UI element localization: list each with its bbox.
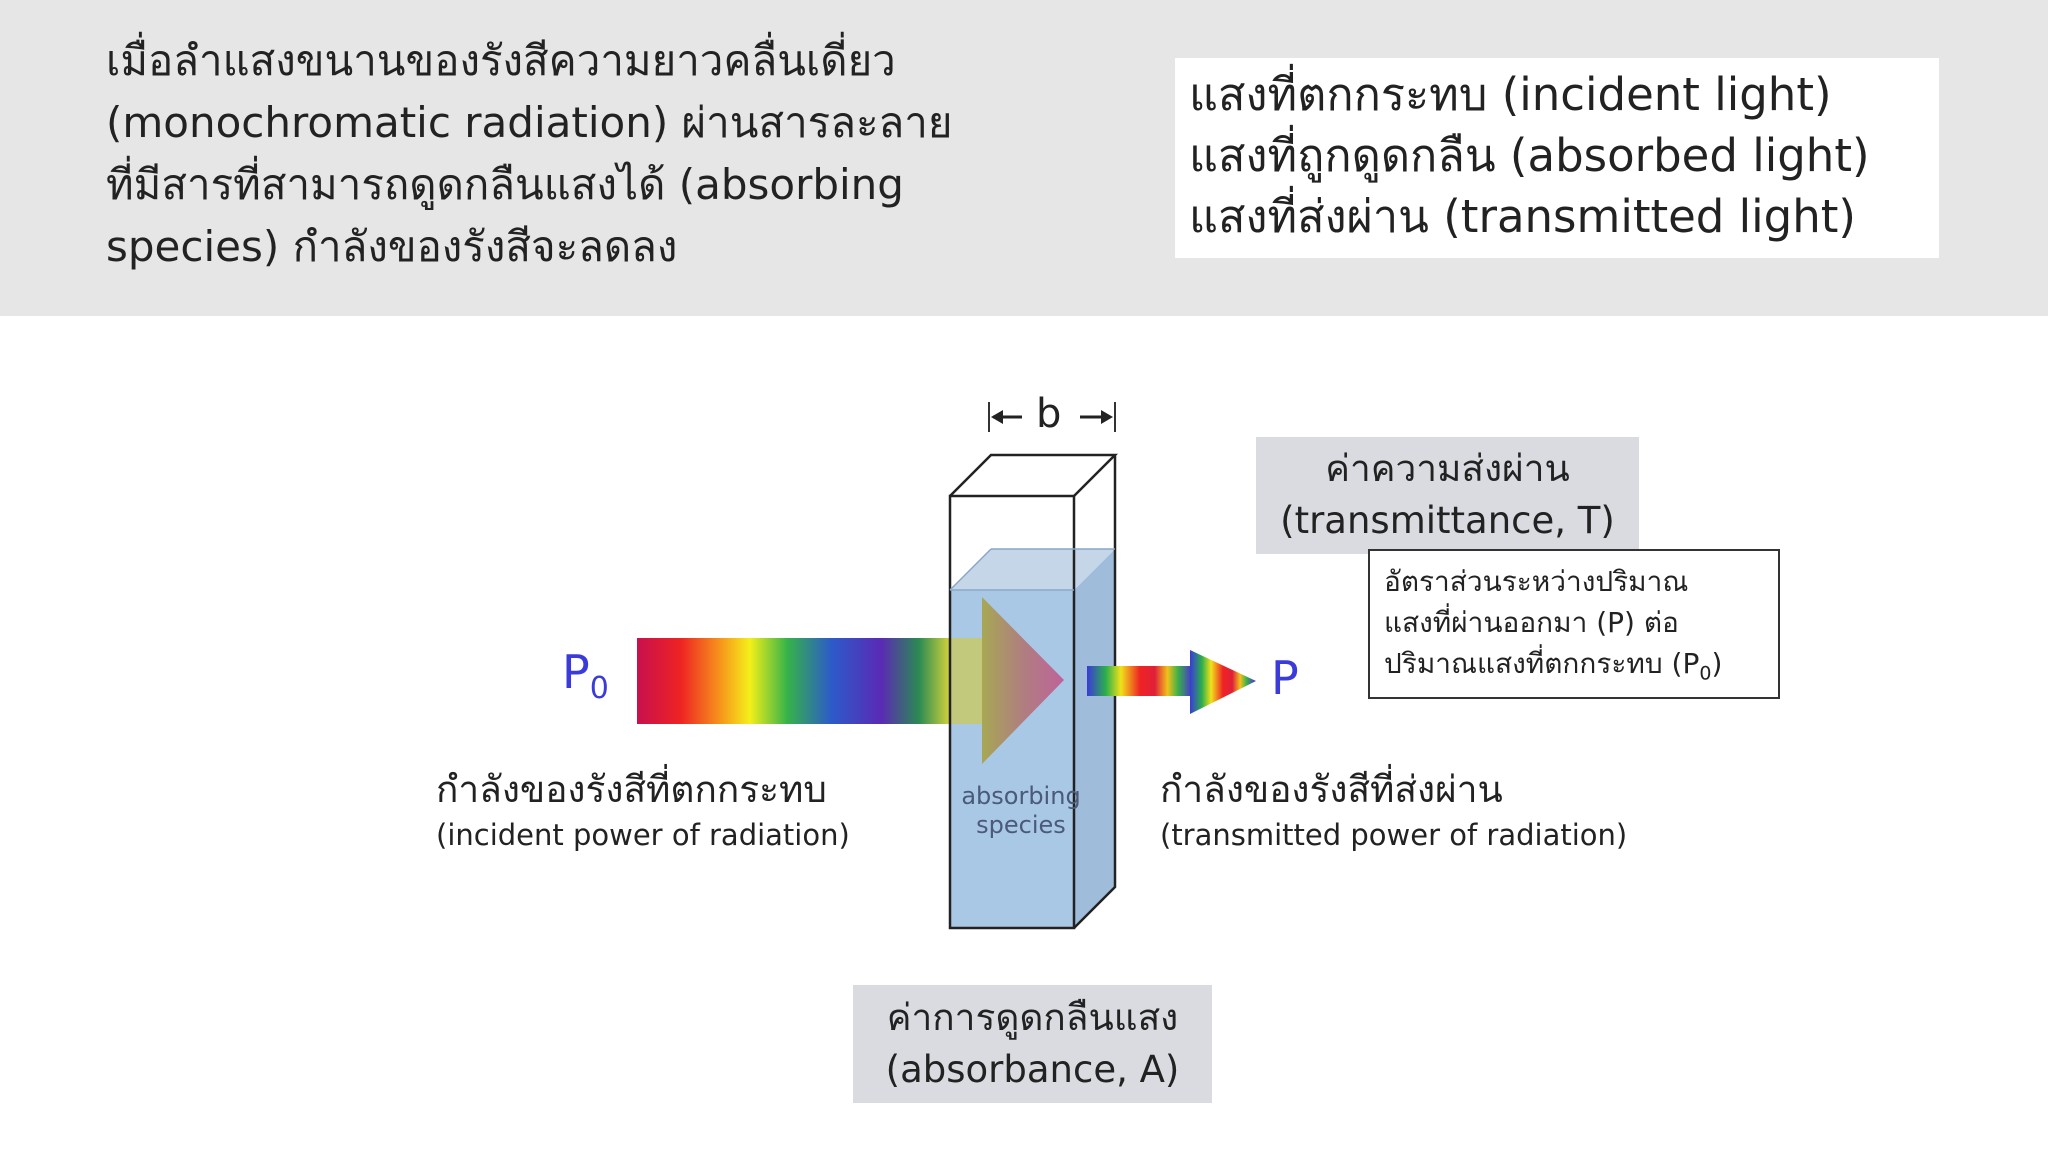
cuvette-outline	[948, 453, 1119, 930]
intro-paragraph: เมื่อลำแสงขนานของรังสีความยาวคลื่นเดี่ยว…	[106, 30, 1106, 278]
path-length-bracket	[988, 402, 1116, 432]
absorbing-species-label: absorbing species	[961, 782, 1081, 839]
intro-line: ที่มีสารที่สามารถดูดกลืนแสงได้ (absorbin…	[106, 160, 904, 209]
absorption-diagram	[637, 402, 1256, 930]
incident-power-label: กำลังของรังสีที่ตกกระทบ (incident power …	[436, 768, 850, 852]
intro-line: species) กำลังของรังสีจะลดลง	[106, 222, 678, 271]
term-absorbed-light: แสงที่ถูกดูดกลืน (absorbed light)	[1189, 129, 1870, 182]
cuvette	[950, 549, 1115, 928]
transmitted-power-symbol: P	[1271, 651, 1299, 705]
intro-line: (monochromatic radiation) ผ่านสารละลาย	[106, 98, 953, 147]
term-transmitted-light: แสงที่ส่งผ่าน (transmitted light)	[1189, 190, 1856, 243]
incident-beam-inside	[950, 638, 983, 724]
transmitted-arrowhead	[1190, 650, 1256, 714]
transmittance-definition-box: อัตราส่วนระหว่างปริมาณ แสงที่ผ่านออกมา (…	[1368, 549, 1780, 699]
incident-beam	[637, 638, 950, 724]
light-terms-box: แสงที่ตกกระทบ (incident light) แสงที่ถูก…	[1175, 58, 1939, 258]
transmitted-beam	[1087, 666, 1193, 696]
cuvette-solution-side	[1074, 549, 1115, 928]
absorbance-label: ค่าการดูดกลืนแสง (absorbance, A)	[853, 985, 1212, 1103]
term-incident-light: แสงที่ตกกระทบ (incident light)	[1189, 68, 1832, 121]
transmittance-label: ค่าความส่งผ่าน (transmittance, T)	[1256, 437, 1639, 554]
incident-arrowhead	[982, 597, 1064, 764]
intro-line: เมื่อลำแสงขนานของรังสีความยาวคลื่นเดี่ยว	[106, 36, 896, 85]
transmitted-power-label: กำลังของรังสีที่ส่งผ่าน (transmitted pow…	[1160, 768, 1628, 852]
incident-power-symbol: P0	[562, 645, 609, 707]
path-length-label: b	[1036, 391, 1062, 437]
